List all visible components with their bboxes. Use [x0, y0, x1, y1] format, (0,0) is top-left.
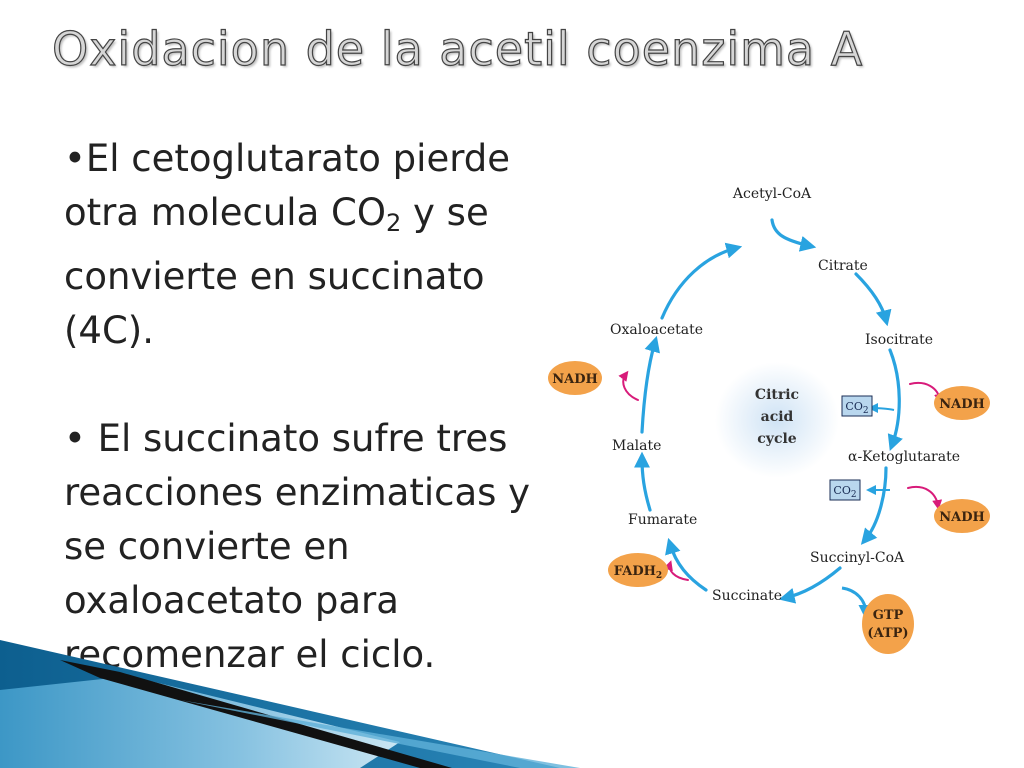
arrow-oxaloacetate-to-citrate	[660, 242, 743, 320]
svg-text:NADH: NADH	[939, 397, 985, 412]
arrow-citrate-to-isocitrate	[854, 272, 892, 327]
cycle-arrows	[634, 218, 903, 604]
subscript: 2	[385, 209, 402, 237]
text-line: otra molecula CO	[64, 191, 386, 234]
arrow-succinylcoa-to-succinate	[778, 566, 842, 604]
label-acetyl-coa: Acetyl-CoA	[732, 186, 812, 202]
badge-gtp-atp: GTP (ATP)	[862, 594, 914, 654]
box-co2-ketoglutarate: CO2	[829, 479, 861, 501]
bullet: •	[64, 137, 86, 180]
text-line: El succinato sufre tres	[85, 417, 508, 460]
label-oxaloacetate: Oxaloacetate	[610, 322, 703, 338]
badge-nadh-isocitrate: NADH	[934, 386, 990, 420]
ribbon-accent	[180, 700, 580, 768]
label-fumarate: Fumarate	[628, 512, 697, 528]
svg-text:(ATP): (ATP)	[867, 626, 908, 641]
badge-nadh-malate: NADH	[548, 361, 602, 395]
svg-text:CO2: CO2	[833, 484, 856, 500]
arrow-nadh-malate	[618, 370, 639, 401]
arrow-acetyl-to-citrate	[770, 218, 817, 252]
text-line: reacciones enzimaticas y	[64, 471, 531, 514]
slide-title: Oxidacion de la acetil coenzima A	[51, 21, 864, 76]
badge-fadh2: FADH2	[608, 553, 668, 587]
label-isocitrate: Isocitrate	[865, 332, 933, 348]
arrow-fumarate-to-malate	[634, 451, 652, 512]
body-text: •El cetoglutarato pierde otra molecula C…	[64, 132, 624, 682]
label-succinate: Succinate	[712, 588, 782, 604]
center-glow	[715, 362, 839, 478]
citric-acid-cycle-diagram: Citric acid cycle Ac	[548, 186, 990, 654]
label-citrate: Citrate	[818, 258, 868, 274]
arrow-isocitrate-to-ketoglutarate	[887, 348, 903, 452]
text-line: convierte en succinato	[64, 255, 485, 298]
svg-text:FADH2: FADH2	[614, 564, 662, 581]
arrow-malate-to-oxaloacetate	[640, 335, 660, 434]
svg-text:NADH: NADH	[939, 510, 985, 525]
text-line: El cetoglutarato pierde	[85, 137, 511, 180]
text-line: (4C).	[64, 309, 155, 352]
center-label-line: acid	[761, 409, 794, 425]
paragraph-succinate: • El succinato sufre tres reacciones enz…	[64, 412, 624, 682]
ribbon-light	[0, 676, 400, 768]
svg-text:NADH: NADH	[552, 372, 598, 387]
badge-nadh-ketoglutarate: NADH	[934, 499, 990, 533]
label-malate: Malate	[612, 438, 661, 454]
svg-text:CO2: CO2	[845, 400, 868, 416]
label-succinyl-coa: Succinyl-CoA	[810, 550, 905, 566]
text-line: oxaloacetato para	[64, 579, 399, 622]
text-line: y se	[401, 191, 489, 234]
arrow-fadh2	[663, 560, 689, 581]
arrow-co2-1	[868, 403, 895, 414]
label-alpha-ketoglutarate: α-Ketoglutarate	[848, 449, 960, 465]
co2-arrows	[866, 403, 895, 495]
center-label-line: Citric	[755, 387, 799, 403]
arrow-ketoglutarate-to-succinylcoa	[860, 466, 888, 545]
bullet: •	[64, 417, 86, 460]
text-line: se convierte en	[64, 525, 350, 568]
arrow-succinate-to-fumarate	[665, 537, 708, 592]
box-co2-isocitrate: CO2	[841, 395, 873, 417]
svg-text:GTP: GTP	[873, 608, 904, 623]
arrow-nadh-ketoglutarate	[907, 486, 943, 510]
center-label-line: cycle	[757, 431, 797, 447]
paragraph-ketoglutarate: •El cetoglutarato pierde otra molecula C…	[64, 132, 624, 358]
